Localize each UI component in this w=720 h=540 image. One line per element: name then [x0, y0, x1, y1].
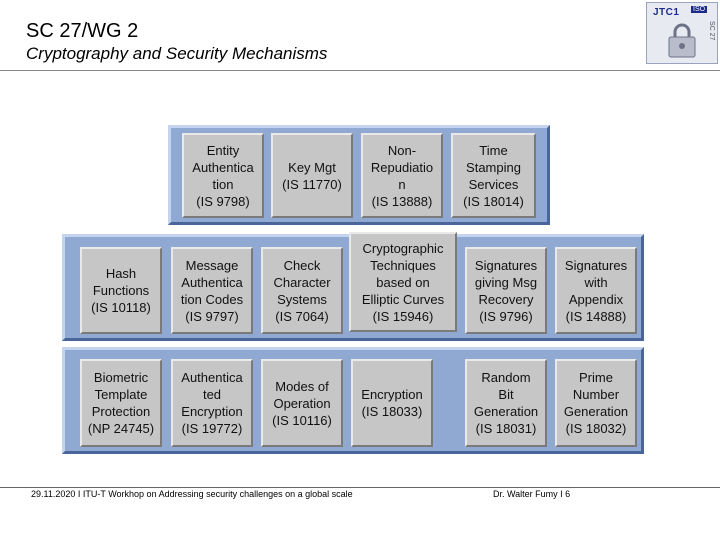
cell-key-management: Key Mgt(IS 11770) [271, 133, 353, 218]
footer-event-text: 29.11.2020 I ITU-T Workhop on Addressing… [31, 489, 353, 499]
logo-text: JTC1 [653, 7, 680, 18]
header-divider [0, 70, 720, 71]
logo-badge: ISO [691, 6, 708, 13]
padlock-icon [668, 23, 696, 58]
slide-title: SC 27/WG 2 [26, 20, 139, 42]
jtc1-logo: JTC1 ISO SC 27 [646, 2, 718, 64]
logo-side-text: SC 27 [708, 21, 715, 41]
footer-author-page: Dr. Walter Fumy I 6 [493, 489, 571, 499]
slide-subtitle: Cryptography and Security Mechanisms [26, 44, 328, 63]
cell-non-repudiation: Non-Repudiatio n(IS 13888) [361, 133, 443, 218]
cell-encryption: Encryption(IS 18033) [351, 359, 433, 447]
footer-divider [0, 487, 720, 488]
